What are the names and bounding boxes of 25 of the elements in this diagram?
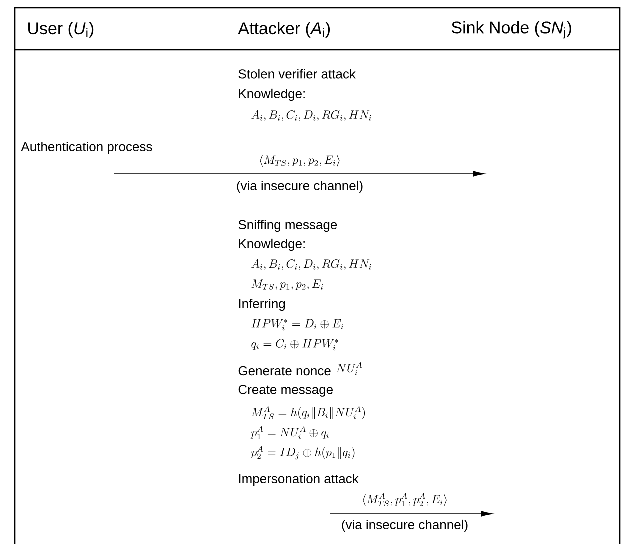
step-text: Inferring bbox=[239, 298, 286, 312]
formula: $q_{i} = C_{i} \oplus HPW_{i}^{*}$ bbox=[252, 339, 338, 351]
channel-note: (via insecure channel) bbox=[342, 520, 468, 532]
formula: $p_{2}^{A} = ID_{j} \oplus h(p_{1} \| q_{i})$ bbox=[250, 446, 355, 460]
message-formula: $\langle M_{TS}, p_{1}, p_{2}, E_{i}\rangle$ bbox=[260, 155, 340, 167]
formula: $HPW_{i}^{*} = D_{i} \oplus E_{i}$ bbox=[252, 319, 344, 331]
step-text: Knowledge: bbox=[239, 88, 305, 102]
column-header: User (U$_{i}$) bbox=[28, 22, 94, 38]
formula: $p_{1}^{A} = NU_{i}^{A} \oplus q_{i}$ bbox=[250, 426, 329, 440]
column-header: Sink Node (SN$_{j}$) bbox=[452, 21, 572, 39]
formula: $A_{i}, B_{i}, C_{i}, D_{i}, RG_{i}, HN_{i}$ bbox=[252, 110, 372, 122]
step-text: Stolen verifier attack bbox=[238, 69, 356, 79]
formula: $M_{TS}^{A} = h(q_{i} \| B_{i} \| NU_{i}^{A})$ bbox=[252, 406, 366, 420]
channel-note: (via insecure channel) bbox=[237, 180, 363, 194]
step-text: Authentication process bbox=[21, 142, 152, 154]
step-text: Knowledge: bbox=[239, 238, 305, 252]
step-text: Impersonation attack bbox=[239, 474, 359, 486]
formula: $NU_{i}^{A}$ bbox=[336, 362, 362, 376]
formula: $A_{i}, B_{i}, C_{i}, D_{i}, RG_{i}, HN_{i}$ bbox=[252, 259, 372, 270]
step-text: Sniffing message bbox=[238, 220, 338, 232]
step-text: Generate nonce bbox=[238, 366, 331, 376]
step-text: Create message bbox=[238, 385, 333, 397]
column-header: Attacker (A$_{i}$) bbox=[238, 22, 330, 38]
message-formula: $\langle M_{TS}^{A}, p_{1}^{A}, p_{2}^{A}, E_{i}\rangle$ bbox=[363, 493, 447, 507]
formula: $M_{TS}, p_{1}, p_{2}, E_{i}$ bbox=[252, 280, 324, 290]
